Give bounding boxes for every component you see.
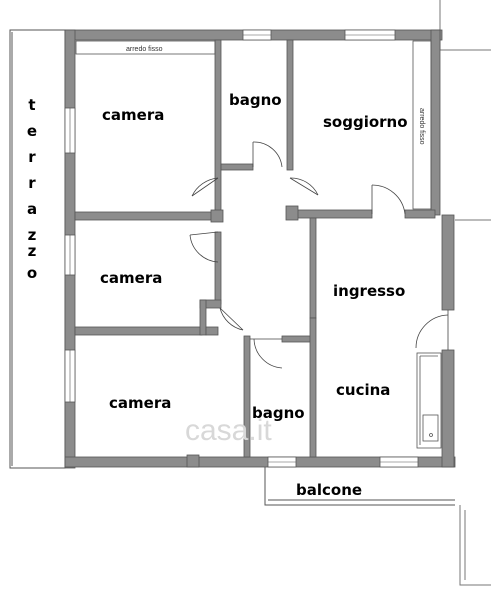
label-fixed-furniture-top: arredo fisso (126, 46, 163, 53)
label-fixed-furniture-side: arredo fisso (418, 108, 425, 145)
label-camera-mid: camera (100, 269, 162, 287)
fixed-furniture (75, 40, 432, 210)
label-camera-bottom: camera (109, 394, 171, 412)
label-cucina: cucina (336, 381, 390, 399)
window-lines (69, 34, 418, 463)
terrace-letter: a (27, 200, 37, 218)
terrace-area (9, 29, 66, 469)
kitchen-counter (416, 352, 442, 449)
label-soggiorno: soggiorno (323, 113, 408, 131)
balcony-area (264, 465, 455, 506)
doors (189, 141, 449, 369)
terrace-letter: z (28, 242, 37, 260)
label-bagno-top: bagno (229, 91, 282, 109)
terrace-letter: e (27, 122, 37, 140)
terrace-letter: z (28, 226, 37, 244)
label-bagno-bottom: bagno (252, 404, 305, 422)
label-balcone: balcone (296, 481, 362, 499)
label-camera-top: camera (102, 106, 164, 124)
terrace-label: t e r r a z z o (27, 96, 37, 282)
label-ingresso: ingresso (333, 282, 405, 300)
terrace-letter: t (28, 96, 35, 114)
terrace-letter: o (27, 264, 37, 282)
watermark: casa.it (185, 414, 272, 447)
terrace-letter: r (28, 148, 36, 166)
terrace-letter: r (28, 174, 36, 192)
